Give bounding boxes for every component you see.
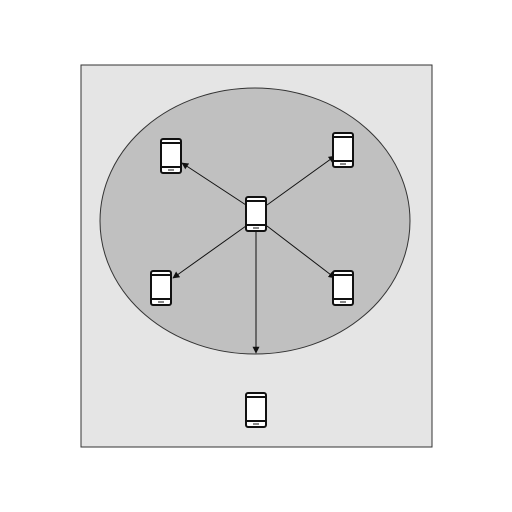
smartphone-icon	[332, 270, 354, 306]
arrow-to-peer-bottom-right	[266, 225, 336, 279]
connection-arrows	[172, 155, 336, 354]
smartphone-icon	[245, 392, 267, 428]
devices	[150, 132, 354, 428]
smartphone-icon	[332, 132, 354, 168]
smartphone-icon	[160, 138, 182, 174]
smartphone-icon	[245, 196, 267, 232]
smartphone-icon	[150, 270, 172, 306]
arrow-to-peer-top-left	[181, 162, 247, 206]
arrow-to-peer-bottom-left	[172, 225, 247, 279]
arrow-to-peer-top-right	[266, 155, 336, 206]
